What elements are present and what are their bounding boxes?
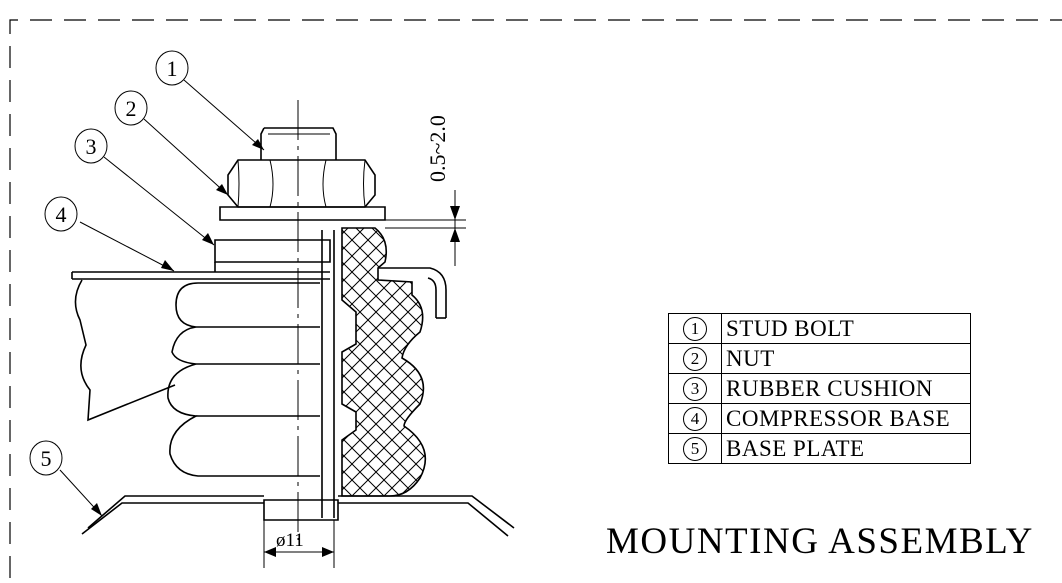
- legend-number: 2: [683, 347, 707, 371]
- legend-part-name: BASE PLATE: [721, 433, 971, 464]
- callout-3-label: 3: [86, 134, 97, 159]
- callout-3: 3: [74, 128, 108, 164]
- callout-5: 5: [29, 440, 63, 476]
- compressor-base: [71, 271, 330, 422]
- callout-4-label: 4: [56, 202, 67, 227]
- washer: [219, 206, 386, 221]
- legend-row: 3 RUBBER CUSHION: [668, 373, 971, 404]
- legend-number: 1: [683, 317, 707, 341]
- rubber-cushion-left: [167, 239, 331, 477]
- drawing-title: MOUNTING ASSEMBLY: [606, 521, 1034, 562]
- callout-1: 1: [155, 50, 189, 86]
- legend-part-name: RUBBER CUSHION: [721, 373, 971, 404]
- base-plate: [81, 495, 515, 537]
- legend-row: 4 COMPRESSOR BASE: [668, 403, 971, 434]
- rubber-cushion-section: [341, 227, 447, 497]
- diameter-dimension-label: ø11: [276, 530, 304, 551]
- legend-row: 1 STUD BOLT: [668, 313, 971, 344]
- callout-5-label: 5: [41, 446, 52, 471]
- nut: [227, 159, 376, 208]
- legend-number: 4: [683, 407, 707, 431]
- legend-number: 3: [683, 377, 707, 401]
- parts-legend: 1 STUD BOLT 2 NUT 3 RUBBER CUSHION 4 COM…: [668, 313, 971, 464]
- legend-part-name: NUT: [721, 343, 971, 374]
- drawing-border: [9, 19, 1062, 578]
- callout-2-label: 2: [126, 96, 137, 121]
- leader-lines: [59, 79, 265, 517]
- legend-row: 2 NUT: [668, 343, 971, 374]
- legend-row: 5 BASE PLATE: [668, 433, 971, 464]
- legend-number: 5: [683, 437, 707, 461]
- callout-2: 2: [114, 90, 148, 126]
- stud-bolt: [260, 127, 339, 521]
- height-dimension: 0.5~2.0: [385, 115, 466, 266]
- legend-part-name: COMPRESSOR BASE: [721, 403, 971, 434]
- legend-part-name: STUD BOLT: [721, 313, 971, 344]
- callout-1-label: 1: [167, 56, 178, 81]
- diameter-dimension: ø11: [263, 520, 335, 568]
- callout-4: 4: [44, 196, 78, 232]
- height-dimension-label: 0.5~2.0: [425, 115, 450, 182]
